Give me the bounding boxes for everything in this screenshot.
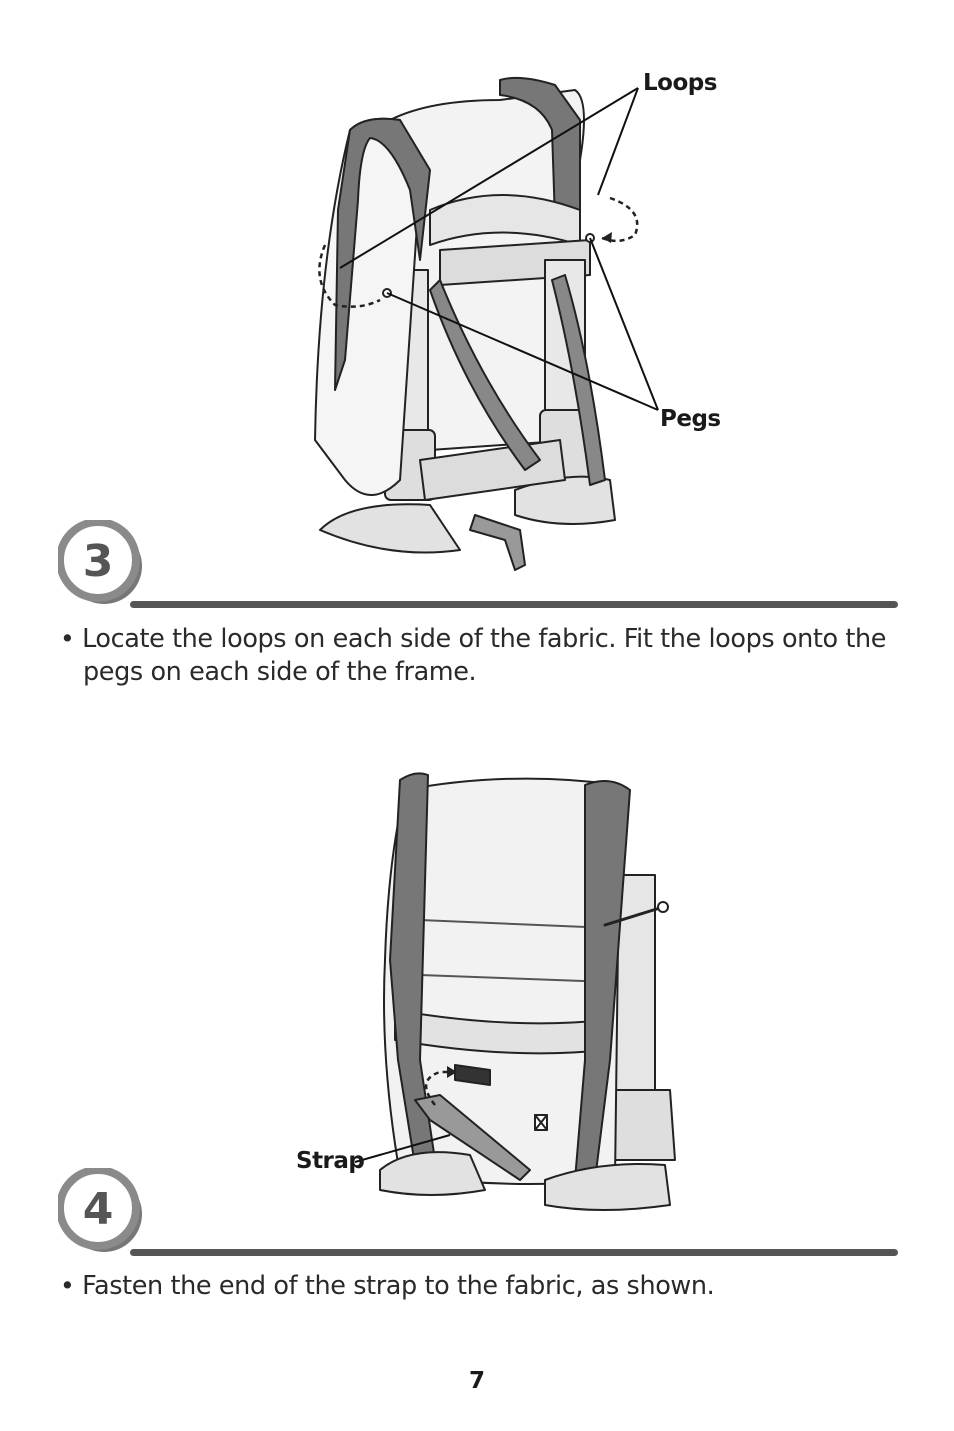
step-3-badge: 3: [58, 520, 142, 604]
loops-callout: Loops: [643, 70, 717, 96]
step3-illustration: [314, 76, 659, 571]
step-3-number: 3: [83, 536, 114, 587]
bullet: •: [60, 1271, 75, 1300]
step-4-number: 4: [83, 1184, 114, 1235]
strap-callout: Strap: [296, 1148, 365, 1174]
bullet: •: [60, 624, 75, 653]
step-3-rule: [130, 601, 898, 608]
step-3-instruction: • Locate the loops on each side of the f…: [60, 622, 930, 689]
step-4-rule: [130, 1249, 898, 1256]
step-4-instruction: • Fasten the end of the strap to the fab…: [60, 1269, 930, 1303]
step-4-line-1: Fasten the end of the strap to the fabri…: [82, 1271, 715, 1301]
step-3-line-1: Locate the loops on each side of the fab…: [82, 624, 887, 654]
step4-illustration: [379, 772, 676, 1211]
step-4-badge: 4: [58, 1168, 142, 1252]
step-3-line-2: pegs on each side of the frame.: [83, 657, 477, 687]
strap-leader-line: [354, 1134, 451, 1163]
page-number: 7: [468, 1368, 485, 1394]
pegs-callout: Pegs: [660, 406, 721, 432]
